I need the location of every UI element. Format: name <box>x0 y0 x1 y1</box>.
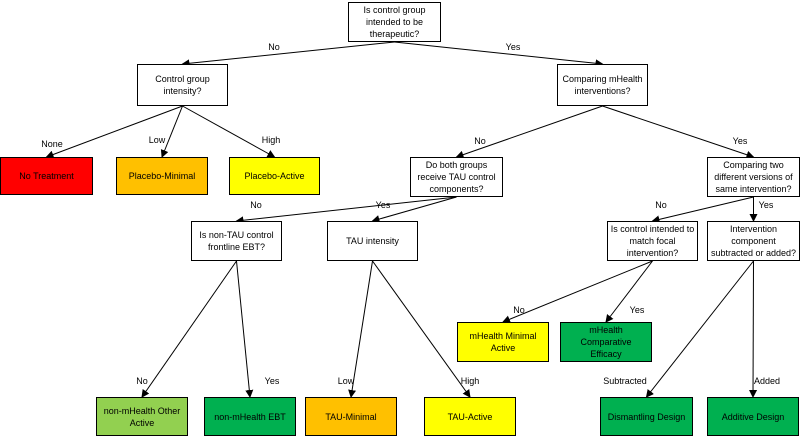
edge-component-to-additive <box>749 260 758 398</box>
node-placebo-minimal: Placebo-Minimal <box>116 157 208 195</box>
edge-label: No <box>136 376 148 386</box>
edge-control-intensity-to-no-treatment <box>45 105 183 159</box>
edge-both-tau-to-non-tau-ebt <box>235 196 457 225</box>
edge-match-focal-to-mh-minimal <box>502 260 653 324</box>
edge-label: Low <box>148 135 166 145</box>
edge-non-tau-ebt-to-non-mh-ebt <box>236 260 254 398</box>
edge-label: High <box>261 135 281 145</box>
node-mh-minimal: mHealth Minimal Active <box>457 322 549 362</box>
edge-label: Yes <box>375 200 391 210</box>
node-tau-active: TAU-Active <box>424 397 516 436</box>
edge-control-intensity-to-placebo-minimal <box>160 105 183 158</box>
node-tau-intensity: TAU intensity <box>327 221 418 261</box>
node-two-versions: Comparing two different versions of same… <box>707 157 800 197</box>
node-dismantling: Dismantling Design <box>600 397 693 436</box>
edge-tau-intensity-to-tau-minimal <box>348 260 373 398</box>
edge-comparing-mhealth-to-both-tau <box>455 105 603 159</box>
edge-label: Yes <box>758 200 774 210</box>
edge-label: No <box>268 42 280 52</box>
edge-label: None <box>41 139 63 149</box>
edge-both-tau-to-tau-intensity <box>371 196 457 223</box>
node-both-tau: Do both groups receive TAU control compo… <box>410 157 503 197</box>
edge-label: Yes <box>732 136 748 146</box>
edge-two-versions-to-match-focal <box>651 196 754 224</box>
edge-label: No <box>250 200 262 210</box>
node-non-mh-other: non-mHealth Other Active <box>96 397 188 436</box>
edge-label: High <box>460 376 480 386</box>
edge-control-intensity-to-placebo-active <box>182 105 276 158</box>
edge-tau-intensity-to-tau-active <box>372 260 471 398</box>
edge-label: No <box>655 200 667 210</box>
node-no-treatment: No Treatment <box>0 157 93 195</box>
edge-label: Added <box>753 376 781 386</box>
edge-component-to-dismantling <box>645 260 754 398</box>
node-mh-comparative: mHealth Comparative Efficacy <box>560 322 652 362</box>
node-control-intensity: Control group intensity? <box>137 64 228 106</box>
edge-root-to-control-intensity <box>181 41 395 68</box>
edge-label: Yes <box>505 42 521 52</box>
edge-label: Yes <box>264 376 280 386</box>
edge-label: No <box>474 136 486 146</box>
node-root: Is control group intended to be therapeu… <box>348 2 441 42</box>
edge-comparing-mhealth-to-two-versions <box>602 105 755 159</box>
node-non-mh-ebt: non-mHealth EBT <box>204 397 296 436</box>
edge-non-tau-ebt-to-non-mh-other <box>141 260 237 398</box>
node-match-focal: Is control intended to match focal inter… <box>607 221 698 261</box>
node-component: Intervention component subtracted or add… <box>707 221 800 261</box>
edge-label: No <box>513 305 525 315</box>
node-comparing-mhealth: Comparing mHealth interventions? <box>557 64 648 106</box>
edge-match-focal-to-mh-comparative <box>605 260 653 323</box>
edge-label: Yes <box>629 305 645 315</box>
edge-root-to-comparing-mhealth <box>394 41 604 68</box>
node-non-tau-ebt: Is non-TAU control frontline EBT? <box>191 221 282 261</box>
node-tau-minimal: TAU-Minimal <box>305 397 397 436</box>
edge-label: Low <box>337 376 355 386</box>
node-additive: Additive Design <box>707 397 799 436</box>
node-placebo-active: Placebo-Active <box>229 157 320 195</box>
edge-label: Subtracted <box>603 376 647 386</box>
